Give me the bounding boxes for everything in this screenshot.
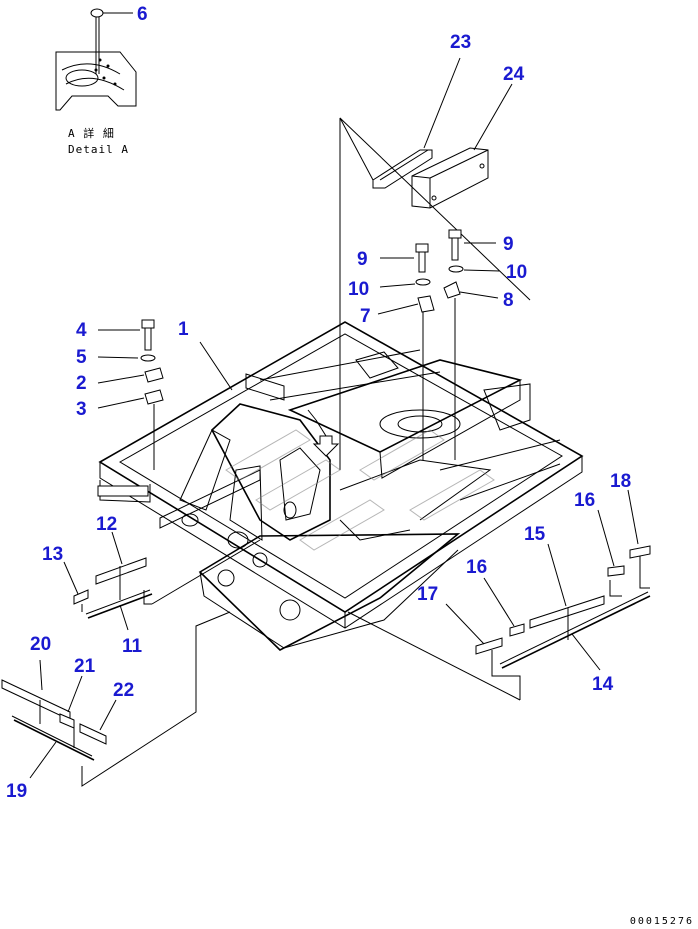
callout-6: 6 (137, 4, 148, 25)
pad-15 (529, 595, 605, 629)
pad-13 (73, 589, 89, 605)
part-23-plate (372, 149, 433, 189)
plate-11 (85, 589, 153, 619)
pad-17 (475, 637, 503, 655)
callout-11: 11 (122, 636, 143, 657)
callout-24: 24 (503, 64, 525, 85)
plate-2 (144, 367, 164, 383)
main-revolving-frame (97, 321, 584, 651)
callout-3: 3 (76, 399, 87, 420)
callout-10-left: 10 (348, 279, 369, 300)
bolt-9-right (448, 229, 462, 261)
washer-5 (140, 354, 156, 362)
bolt-4 (141, 319, 155, 351)
callout-23: 23 (450, 32, 471, 53)
callout-15: 15 (524, 524, 546, 545)
callout-2: 2 (76, 373, 87, 394)
callout-22: 22 (113, 680, 134, 701)
bolt-9-left (415, 243, 429, 273)
detail-a-inset (55, 8, 137, 111)
watermark-logo (225, 429, 495, 551)
callout-9-right: 9 (503, 234, 514, 255)
callout-8: 8 (503, 290, 514, 311)
plate-14 (499, 591, 651, 669)
callout-18: 18 (610, 471, 631, 492)
callout-5: 5 (76, 347, 87, 368)
bracket-7 (417, 295, 435, 313)
callout-12: 12 (96, 514, 117, 535)
pad-18 (629, 545, 651, 559)
pad-22 (79, 723, 107, 745)
bracket-8 (443, 281, 461, 299)
plate-19 (11, 715, 95, 761)
pad-16-left (509, 623, 525, 637)
washer-10-left (415, 278, 431, 286)
callout-21: 21 (74, 656, 96, 677)
detail-a-label-jp: A 詳 細 (68, 126, 115, 140)
document-number: 00015276 (630, 916, 694, 927)
callout-4: 4 (76, 320, 87, 341)
detail-a-label-en: Detail A (68, 143, 129, 156)
callout-16-left: 16 (466, 557, 487, 578)
callout-17: 17 (417, 584, 438, 605)
callout-14: 14 (592, 674, 614, 695)
callout-10-right: 10 (506, 262, 527, 283)
callout-19: 19 (6, 781, 27, 802)
plate-3 (144, 389, 164, 405)
part-24-cover (411, 147, 489, 209)
callout-16-right: 16 (574, 490, 595, 511)
callout-1: 1 (178, 319, 189, 340)
callout-9-left: 9 (357, 249, 368, 270)
callout-7: 7 (360, 306, 371, 327)
callout-13: 13 (42, 544, 63, 565)
callout-20: 20 (30, 634, 51, 655)
pad-12 (95, 557, 147, 585)
pad-16-right (607, 565, 625, 577)
washer-10-right (448, 265, 464, 273)
